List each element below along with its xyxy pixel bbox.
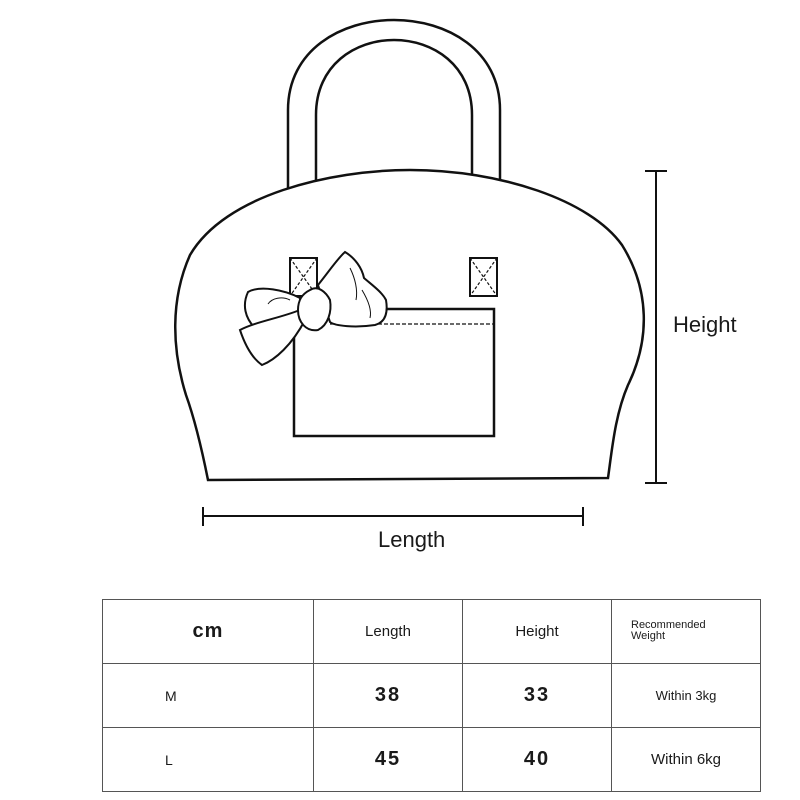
length-cell: 38 xyxy=(313,663,463,728)
header-length: Length xyxy=(313,599,463,664)
length-label: Length xyxy=(378,527,445,552)
left-handle-tab xyxy=(289,257,318,297)
header-height: Height xyxy=(462,599,612,664)
front-pocket xyxy=(292,307,496,438)
header-weight: Recommended Weight xyxy=(611,599,761,664)
size-cell: M xyxy=(102,663,314,728)
unit-label: cm xyxy=(192,620,224,642)
height-label: Height xyxy=(673,312,737,337)
weight-header-label: Recommended Weight xyxy=(631,618,706,642)
height-cell: 33 xyxy=(462,663,612,728)
weight-cell: Within 3kg xyxy=(611,663,761,728)
bow xyxy=(238,250,388,367)
size-cell: L xyxy=(102,727,314,792)
bag-diagram: Height Length xyxy=(174,18,737,552)
right-handle-tab xyxy=(469,257,498,297)
table-row: M 38 33 Within 3kg xyxy=(102,663,761,728)
bag-handle-inner xyxy=(314,38,474,258)
weight-cell: Within 6kg xyxy=(611,727,761,792)
header-unit: cm xyxy=(102,599,314,664)
height-header-label: Height xyxy=(515,622,559,640)
length-dimension xyxy=(202,507,584,526)
length-header-label: Length xyxy=(365,622,411,640)
height-cell: 40 xyxy=(462,727,612,792)
height-dimension xyxy=(645,170,667,484)
table-row: L 45 40 Within 6kg xyxy=(102,727,761,792)
length-cell: 45 xyxy=(313,727,463,792)
size-table: cm Length Height Recommended Weight M 38… xyxy=(102,599,761,792)
table-header-row: cm Length Height Recommended Weight xyxy=(102,599,761,664)
bag-handle xyxy=(286,18,502,258)
